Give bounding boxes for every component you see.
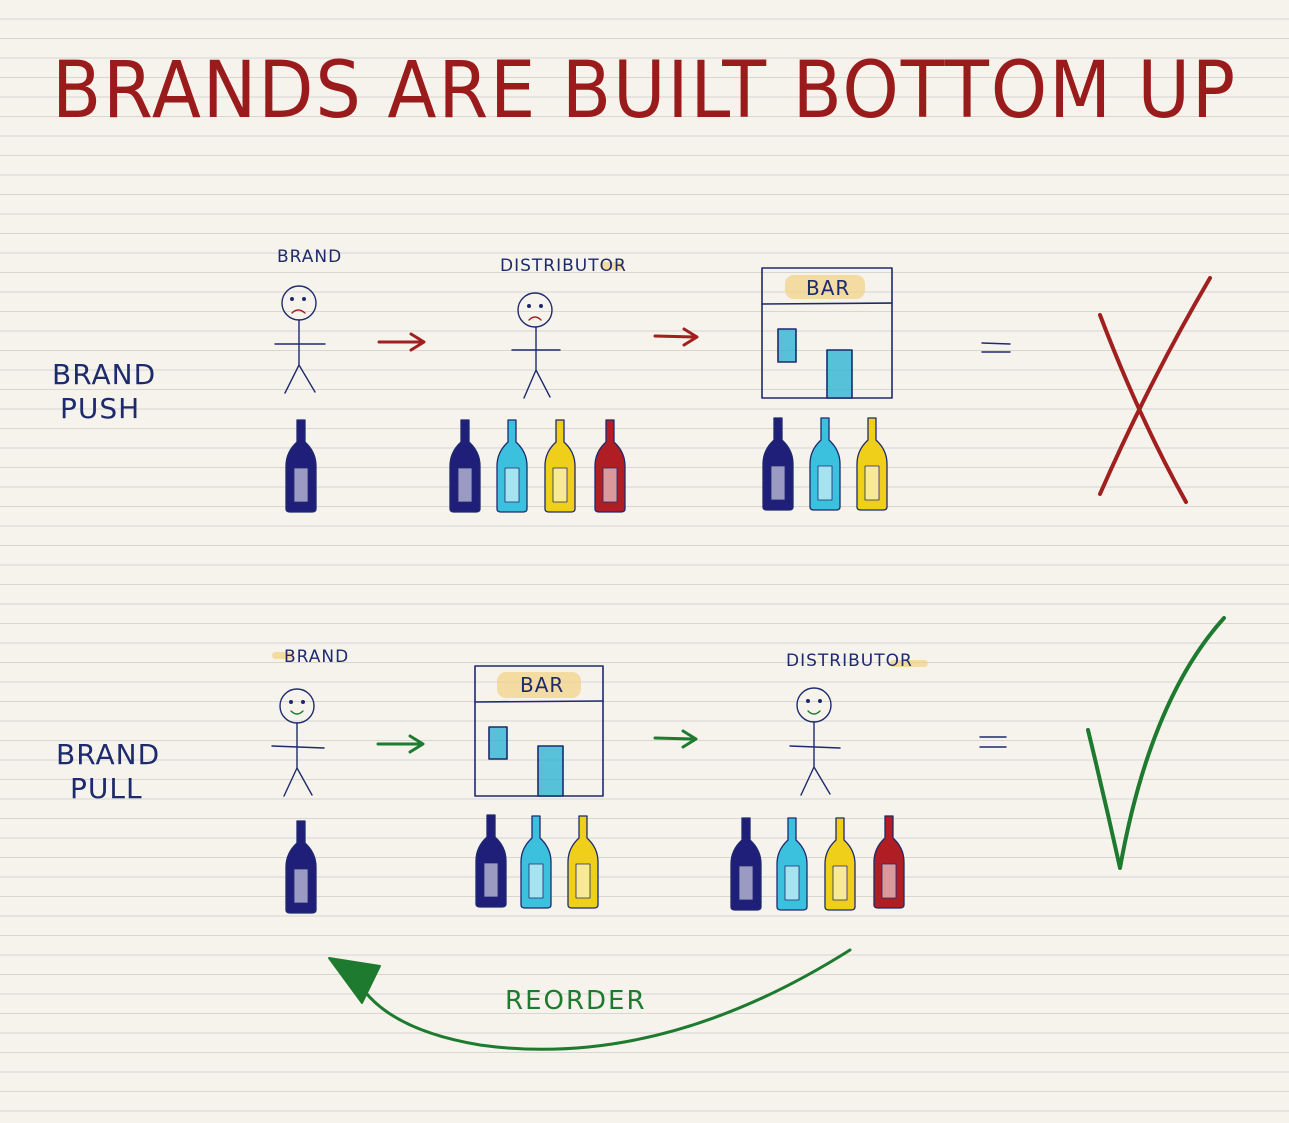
stick-figure-icon [271, 688, 325, 797]
bottle-icon [520, 815, 552, 909]
bottle-icon [567, 815, 599, 909]
bottle-icon [873, 815, 905, 909]
curved-arrow-icon [328, 948, 852, 1051]
bottle-icon [776, 817, 808, 911]
bottle-icon [544, 419, 576, 513]
bottle-icon [285, 820, 317, 914]
row-label-line: PUSH [60, 392, 141, 425]
bottle-icon [449, 419, 481, 513]
distributor-highlight [890, 660, 928, 667]
brand-highlight [272, 652, 294, 659]
brand-pull-label: BRAND PULL [56, 738, 160, 806]
building-icon [761, 267, 893, 399]
push-bar-sign-label: BAR [806, 276, 851, 300]
bottle-icon [762, 417, 794, 511]
arrow-icon [376, 734, 425, 754]
push-distributor-label: DISTRIBUTOR [500, 256, 627, 276]
arrow-icon [653, 327, 699, 347]
reorder-label: REORDER [505, 986, 647, 1016]
building-icon [474, 665, 604, 797]
bottle-icon [285, 419, 317, 513]
stick-figure-icon [789, 687, 841, 796]
pull-distributor-label: DISTRIBUTOR [786, 651, 913, 671]
stick-figure-icon [274, 285, 326, 394]
pull-bar-sign-label: BAR [520, 673, 565, 697]
bar-sign-highlight [785, 275, 865, 299]
equals-icon [981, 342, 1011, 353]
bottle-icon [824, 817, 856, 911]
push-brand-label: BRAND [277, 247, 343, 267]
arrow-icon [377, 332, 426, 352]
bar-sign-highlight [497, 672, 581, 698]
brand-push-label: BRAND PUSH [52, 358, 156, 426]
row-label-line: BRAND [52, 358, 157, 391]
equals-icon [979, 736, 1007, 748]
cross-icon [1098, 276, 1212, 504]
distributor-highlight [600, 262, 624, 270]
bottle-icon [594, 419, 626, 513]
bottles-layer [285, 417, 905, 914]
page-title: BRANDS ARE BUILT BOTTOM UP [51, 46, 1238, 136]
bottle-icon [475, 814, 507, 908]
bottle-icon [809, 417, 841, 511]
stick-figure-icon [511, 292, 561, 399]
row-label-line: PULL [70, 772, 143, 805]
bottle-icon [496, 419, 528, 513]
row-label-line: BRAND [56, 738, 161, 771]
bottle-icon [730, 817, 762, 911]
pull-brand-label: BRAND [284, 647, 350, 667]
bottle-icon [856, 417, 888, 511]
check-icon [1086, 616, 1226, 870]
arrow-icon [653, 729, 698, 749]
